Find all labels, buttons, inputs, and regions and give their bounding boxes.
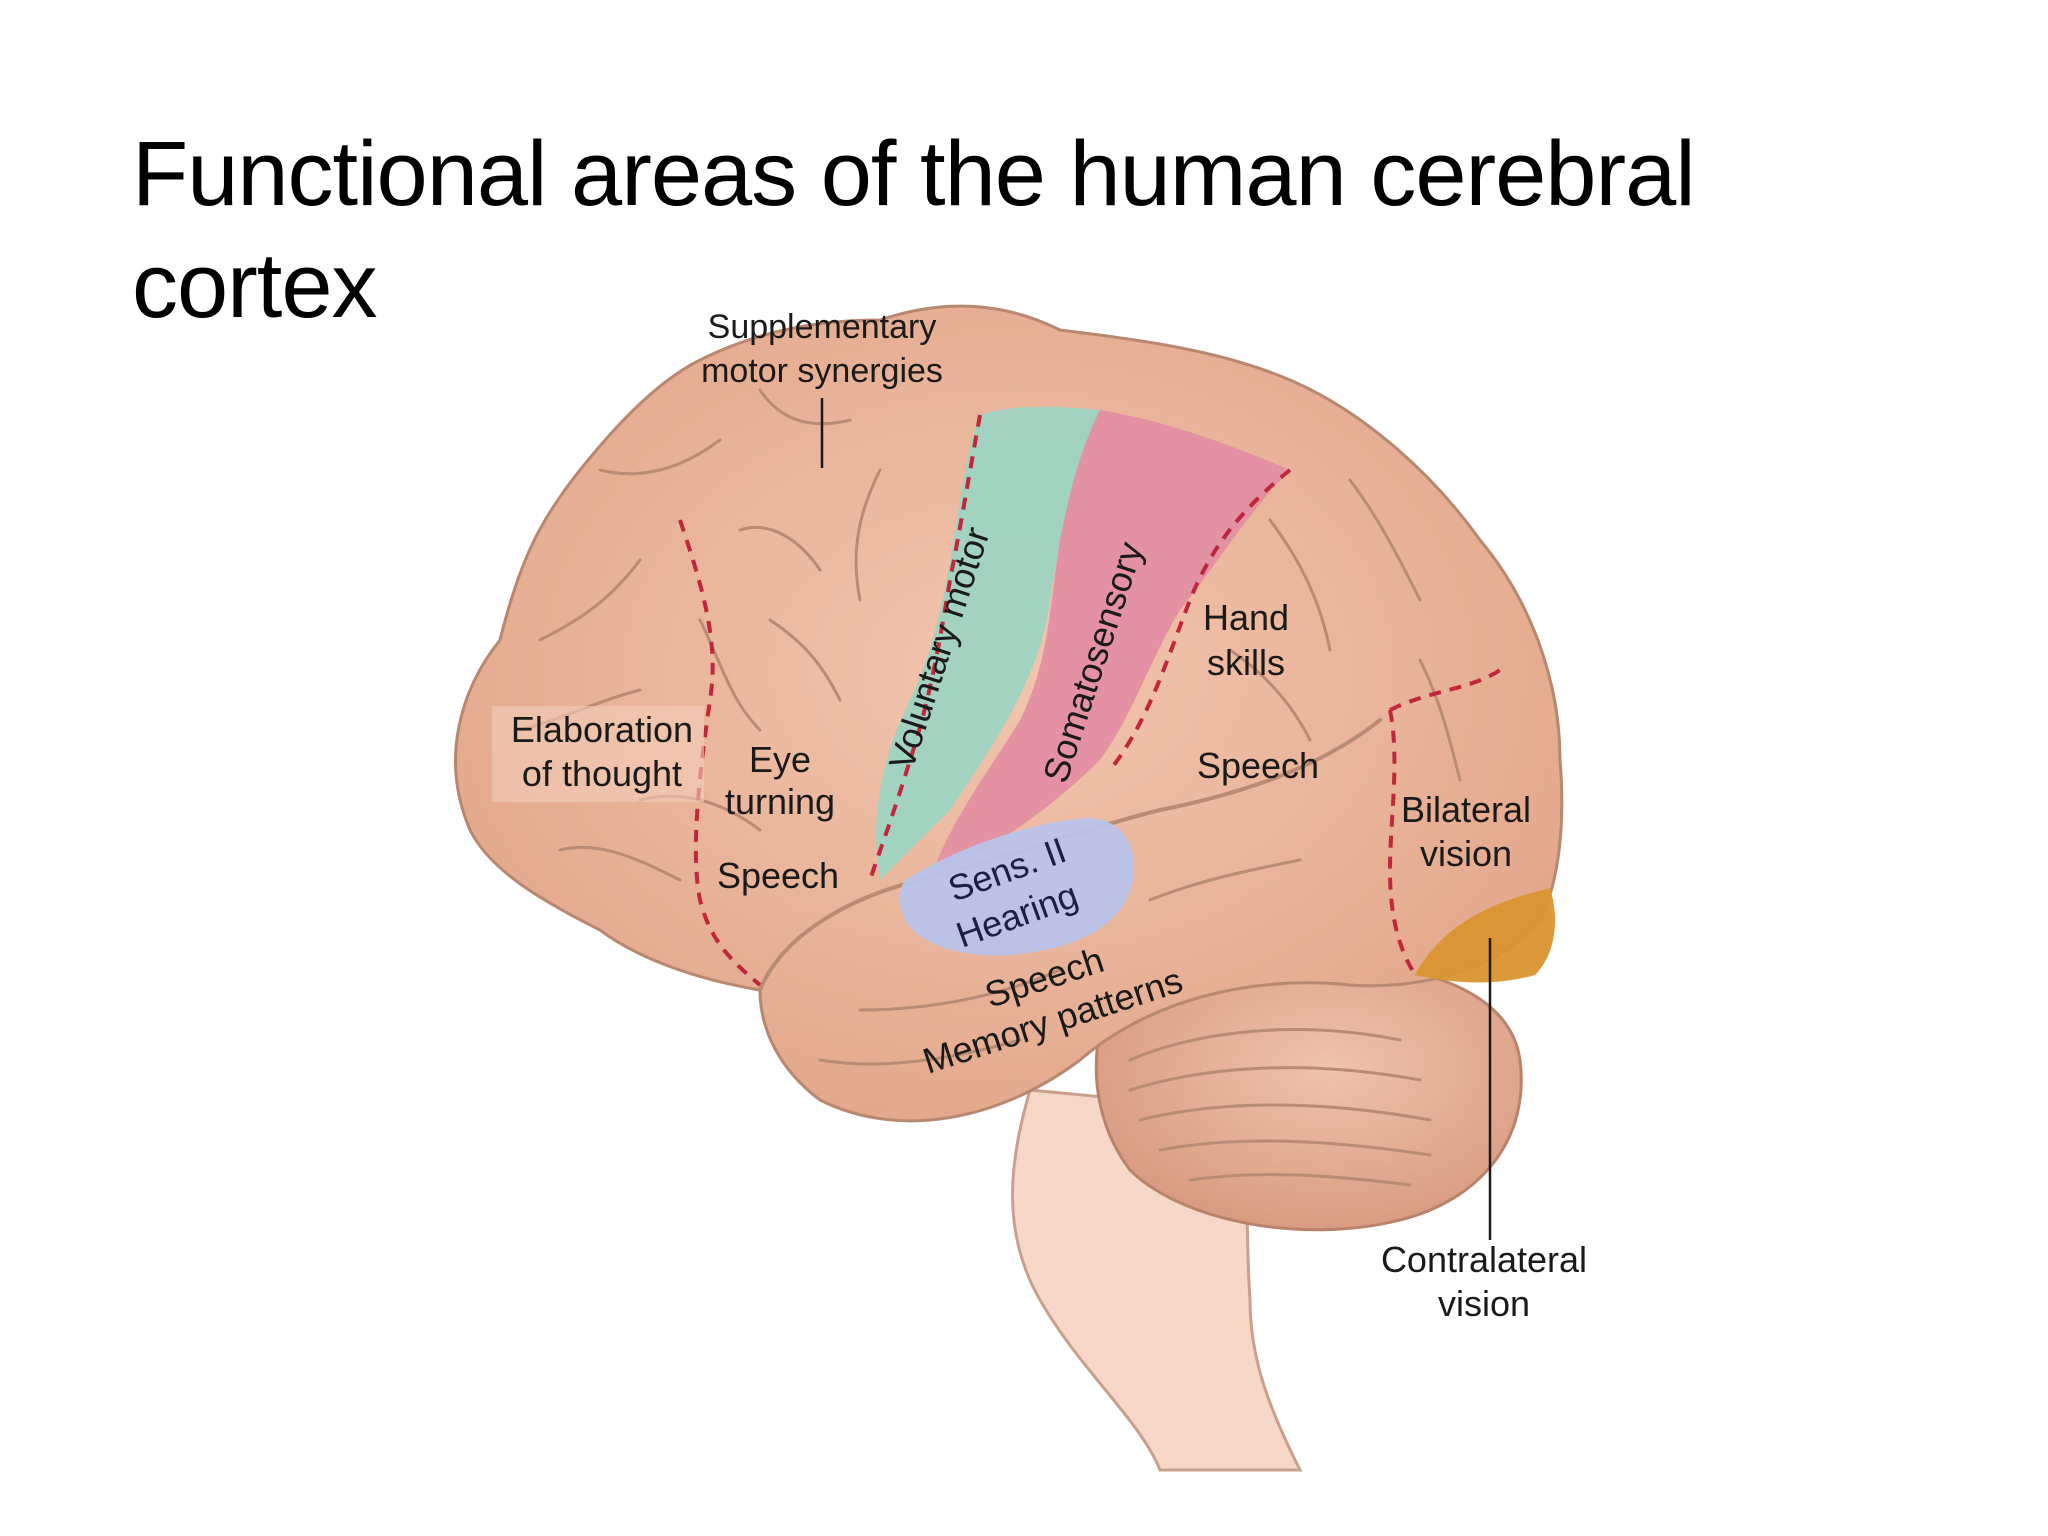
label-contralateral-line2: vision — [1438, 1283, 1530, 1324]
label-hand-line1: Hand — [1203, 597, 1289, 638]
somatosensory-area — [930, 410, 1290, 880]
elaboration-label-bg — [492, 706, 704, 802]
label-elaboration-line2: of thought — [522, 753, 682, 794]
label-contralateral-line1: Contralateral — [1381, 1239, 1587, 1280]
label-eye-line1: Eye — [749, 739, 811, 780]
page-title: Functional areas of the human cerebral c… — [132, 123, 1696, 337]
contralateral-vision-area — [1415, 888, 1555, 983]
voluntary-motor-area — [876, 406, 1100, 880]
label-bilateral-line2: vision — [1420, 833, 1512, 874]
label-hand-line2: skills — [1207, 642, 1285, 683]
label-bilateral-line1: Bilateral — [1401, 789, 1531, 830]
label-speech-parietal: Speech — [1197, 745, 1319, 786]
cerebellum-folia — [1128, 1028, 1432, 1187]
hearing-area — [899, 818, 1135, 956]
label-eye-line2: turning — [725, 781, 835, 822]
label-supplementary-line1: Supplementary — [708, 308, 937, 346]
label-speech-frontal: Speech — [717, 855, 839, 896]
functional-borders — [678, 414, 1502, 987]
label-elaboration-line1: Elaboration — [511, 709, 693, 750]
label-supplementary-line2: motor synergies — [701, 352, 943, 390]
